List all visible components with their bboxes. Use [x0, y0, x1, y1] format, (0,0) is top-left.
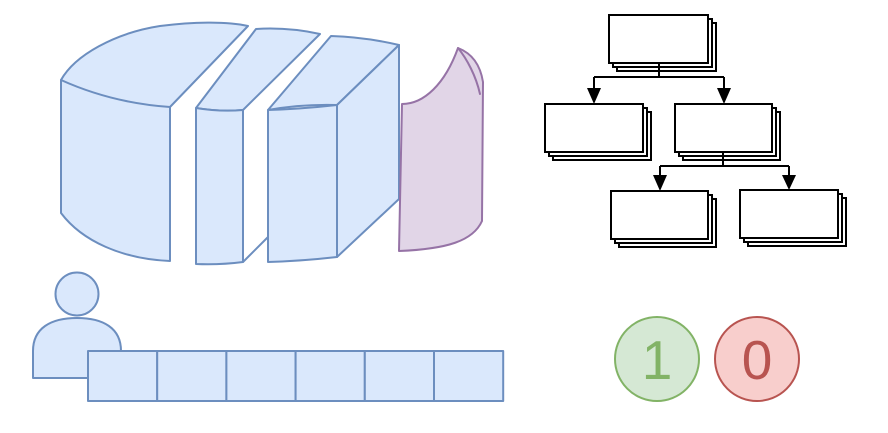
arrowhead-icon [717, 88, 731, 104]
tree-node-stacks [544, 14, 847, 248]
arrowhead-icon [653, 175, 667, 191]
bit-circle-one [614, 316, 700, 402]
tape-cell [363, 350, 435, 402]
stack-page-top [610, 190, 709, 240]
stack-page-top [608, 14, 709, 64]
tree-connectors [593, 63, 790, 176]
slice-1-rim-line [60, 79, 171, 108]
connector-root [593, 63, 725, 89]
cylinder-slice-1 [60, 21, 249, 262]
shard-rim-line [457, 47, 481, 95]
slice-1-body [60, 21, 249, 262]
bit-one-label: 1 [642, 329, 673, 391]
cylinder-slice-2 [195, 27, 321, 266]
bit-circles: 1 0 [614, 316, 800, 402]
slice-3-cut-face [336, 44, 400, 258]
slice-3-front [267, 104, 338, 263]
bit-zero-circle [714, 316, 800, 402]
tape-cell [294, 350, 366, 402]
stack-page-top [544, 103, 644, 153]
stack-page-top [674, 103, 773, 153]
connector-l1-right [659, 152, 790, 176]
cylinder-slice-3 [267, 35, 400, 263]
tree-node-l1-left [544, 103, 652, 161]
arrowhead-icon [587, 88, 601, 104]
tree-node-l2-left [610, 190, 717, 248]
sharded-cylinder [60, 21, 484, 266]
shard-shell [398, 47, 484, 252]
bit-zero-label: 0 [742, 329, 773, 391]
slice-2-front [195, 107, 244, 266]
tree-node-l2-right [739, 189, 847, 247]
bit-circle-zero [714, 316, 800, 402]
tree-arrowheads [587, 88, 796, 191]
tape-cell [225, 350, 297, 402]
arrowhead-icon [782, 175, 796, 190]
user-tape-group [32, 271, 505, 402]
stack-page-top [739, 189, 839, 239]
tree-node-l1-right [674, 103, 781, 161]
slice-2-cut-bottom-edge [242, 235, 270, 263]
tape-row [87, 350, 505, 402]
tree-node-root [608, 14, 717, 72]
tape-cell [156, 350, 228, 402]
document-tree [544, 14, 847, 248]
bit-one-circle [614, 316, 700, 402]
cylinder-slice-4-shard [398, 47, 484, 252]
tape-cell [87, 350, 159, 402]
person-head [54, 271, 100, 317]
tape-cell [433, 350, 505, 402]
